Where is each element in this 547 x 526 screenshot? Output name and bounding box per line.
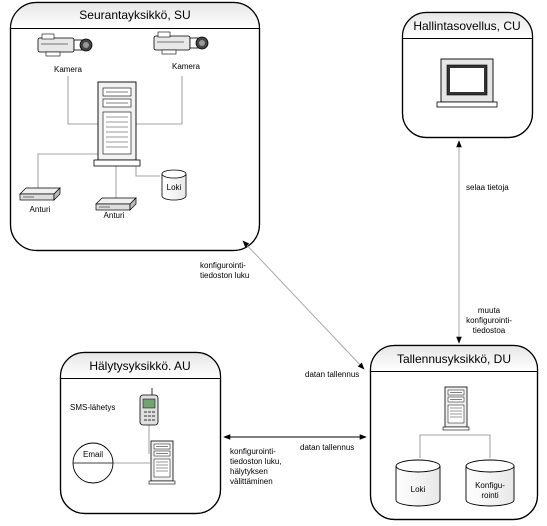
du-connection-lines [419,434,491,458]
sensor-right-label: Anturi [104,211,125,220]
edge-au-du-right-label: datan tallennus [300,443,354,452]
management-app-cu: Hallintasovellus, CU [401,11,534,139]
sensor-left-label: Anturi [30,205,51,214]
edge-au-du-left-line2: tiedoston luku, [230,457,282,466]
edge-au-du: konfigurointi- tiedoston luku, hälytykse… [223,434,367,486]
edge-cu-du: selaa tietoja muuta konfigurointi- tiedo… [456,140,512,344]
edge-au-du-left-line3: hälytyksen [230,467,268,476]
storage-unit-du: Tallennusyksikkö, DU Loki Konfigu- roint… [369,344,539,521]
au-connection-lines [113,422,150,464]
surveillance-unit-su: Seurantayksikkö, SU Kamera Kamera [9,1,261,252]
sms-label: SMS-lähetys [70,403,115,412]
du-log-database-icon [395,459,441,507]
edge-su-du-label-line1: konfigurointi- [200,261,246,270]
sensor-icon-right [95,197,137,211]
du-config-database-icon [465,459,515,507]
edge-cu-du-bottom-label-line1: muuta [478,306,501,315]
du-title: Tallennusyksikkö, DU [397,352,511,366]
email-label: Email [83,450,103,459]
su-log-database-icon [161,169,187,201]
cu-title: Hallintasovellus, CU [413,19,520,33]
camera-left-label: Kamera [54,65,83,74]
edge-cu-du-top-label: selaa tietoja [466,183,509,192]
alarm-unit-au: Hälytysyksikkö. AU SMS-lähetys Email [59,351,222,515]
su-title: Seurantayksikkö, SU [79,8,190,22]
monitor-icon [436,58,498,108]
edge-su-du-label-line2: tiedoston luku [200,271,249,280]
edge-cu-du-bottom-label-line3: tiedostoa [473,326,506,335]
au-server-icon [148,440,176,485]
edge-su-du-store-label: datan tallennus [305,370,359,379]
du-config-label-line2: rointi [481,491,499,500]
sensor-icon-left [19,187,61,201]
edge-au-du-left-line1: konfigurointi- [230,447,276,456]
email-icon [72,442,114,484]
edge-cu-du-bottom-label-line2: konfigurointi- [466,316,512,325]
camera-right-label: Kamera [172,62,201,71]
au-title: Hälytysyksikkö. AU [89,359,190,373]
su-connection-lines [37,76,183,198]
su-server-icon [93,81,141,167]
du-log-label: Loki [411,485,426,494]
du-server-icon [442,386,470,431]
du-config-label-line1: Konfigu- [475,481,505,490]
edge-su-du: konfigurointi- tiedoston luku datan tall… [200,240,365,379]
su-log-label: Loki [167,183,182,192]
edge-au-du-left-line4: välittäminen [230,477,273,486]
mobile-phone-icon [139,388,159,426]
